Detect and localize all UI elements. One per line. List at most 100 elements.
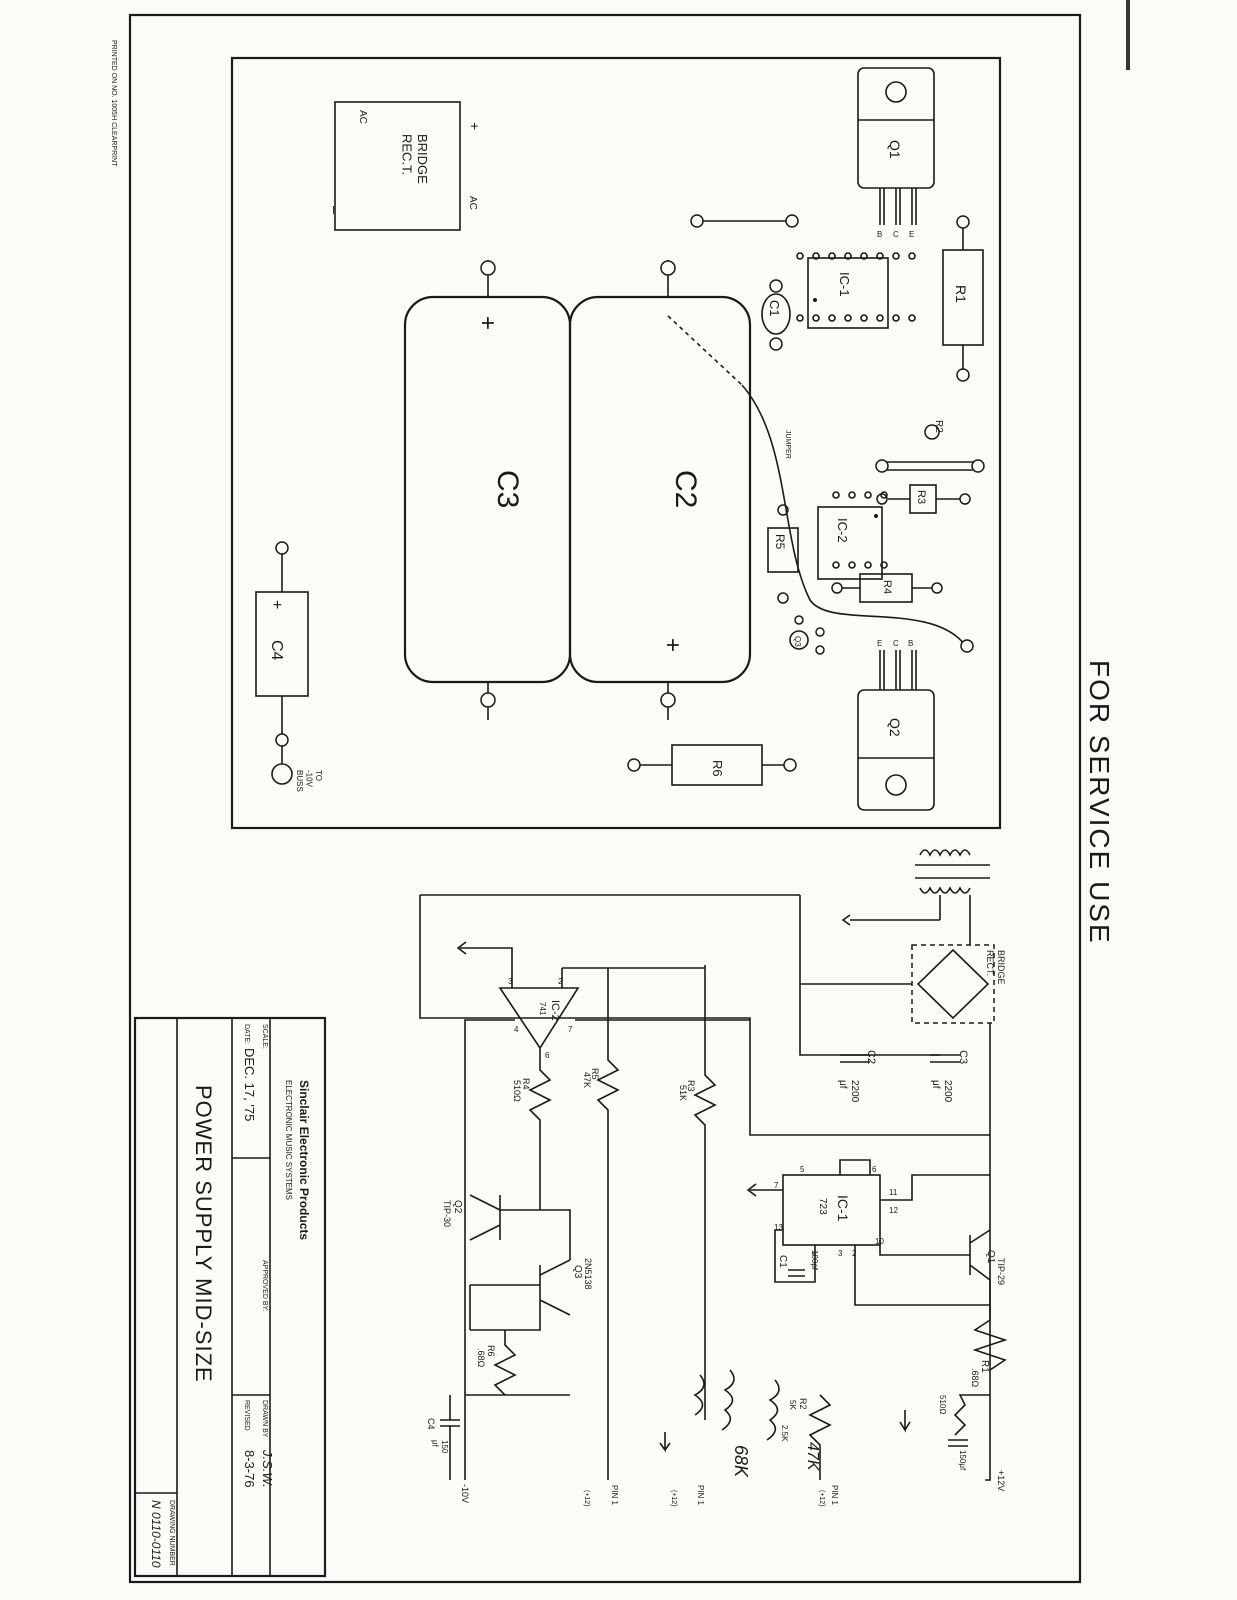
schem-r2-5k: 5K bbox=[788, 1400, 797, 1410]
schem-q2-type: TIP-30 bbox=[442, 1200, 452, 1227]
layout-c4-plus: + bbox=[268, 600, 285, 609]
schem-ic1-pin7: 7 bbox=[774, 1181, 779, 1190]
to-bus-terminal bbox=[271, 763, 293, 785]
layout-r5-label: R5 bbox=[773, 534, 787, 550]
schem-pin-a-sub: (+12) bbox=[670, 1490, 677, 1507]
layout-q1-pin-e: E bbox=[909, 230, 914, 239]
schem-q3-type: 2N5138 bbox=[583, 1258, 593, 1290]
schem-c2-label: C2 bbox=[865, 1050, 877, 1064]
schem-ic1-pin5: 5 bbox=[800, 1165, 805, 1174]
layout-ic1-label: IC-1 bbox=[837, 272, 852, 297]
layout-r4-label: R4 bbox=[881, 580, 893, 594]
layout-bridge-minus: – bbox=[327, 206, 343, 214]
schem-r5 bbox=[596, 968, 620, 1480]
bridge-rect-block bbox=[334, 101, 461, 231]
layout-q2-pin-c: C bbox=[893, 639, 899, 648]
schem-r5-value: 47K bbox=[582, 1072, 592, 1088]
layout-q3-label: Q3 bbox=[793, 636, 802, 647]
layout-bridge-ac-left: AC bbox=[357, 110, 368, 124]
r1-resistor bbox=[942, 249, 984, 346]
layout-q2-label: Q2 bbox=[887, 718, 903, 737]
q1-mount-hole bbox=[885, 81, 907, 103]
layout-bridge-rect-label: BRIDGE REC.T. bbox=[399, 134, 430, 187]
date-label: DATE: bbox=[243, 1024, 250, 1044]
handwritten-47k: 47K bbox=[804, 1442, 821, 1472]
schem-r510 bbox=[953, 1394, 990, 1436]
schem-r6-value: .68Ω bbox=[476, 1348, 486, 1368]
layout-r2-label: R2 bbox=[933, 420, 944, 433]
layout-c1-label: C1 bbox=[767, 300, 782, 317]
schem-r4-value: 510Ω bbox=[512, 1080, 522, 1102]
transformer-secondary bbox=[919, 886, 971, 894]
schem-r4-label: R4 bbox=[521, 1078, 531, 1090]
q2-body bbox=[857, 689, 935, 811]
q3-transistor bbox=[789, 630, 809, 650]
schem-bridge-label: BRIDGE RECT. bbox=[985, 950, 1006, 987]
schem-ic1-pin3: 3 bbox=[838, 1249, 843, 1258]
ic2-chip bbox=[817, 506, 883, 580]
service-note: FOR SERVICE USE bbox=[1084, 660, 1115, 945]
schem-r1-value: .68Ω bbox=[970, 1368, 980, 1388]
layout-q2-pin-b: B bbox=[908, 639, 913, 648]
ic1-chip bbox=[807, 257, 889, 329]
schem-c4-value: 150μf bbox=[430, 1440, 449, 1454]
circuit-schematic: BRIDGE RECT. C3 2200μf C2 2200μf IC-1 72… bbox=[419, 849, 1008, 1507]
schem-r2-2k5: 2.5K bbox=[780, 1425, 789, 1442]
schem-ic1-pin13: 13 bbox=[774, 1223, 783, 1232]
schem-c1-value: 100pf bbox=[810, 1250, 819, 1271]
q1-body bbox=[857, 67, 935, 189]
schem-r510-label: 510Ω bbox=[938, 1395, 947, 1414]
schem-ic2-pin6: 6 bbox=[545, 1051, 550, 1060]
layout-q2-pin-e: E bbox=[877, 639, 882, 648]
schem-q3-label: Q3 bbox=[572, 1265, 583, 1279]
company-name: Sinclair Electronic Products bbox=[297, 1080, 311, 1240]
schem-pin-b-sub: (+12) bbox=[583, 1490, 590, 1507]
r2-trimmer bbox=[877, 461, 980, 471]
approved-label: APPROVED BY: bbox=[261, 1260, 268, 1312]
schem-r3-value: 51K bbox=[678, 1085, 688, 1101]
schem-r4 bbox=[528, 1048, 552, 1210]
schem-ic2-pin4: 4 bbox=[514, 1025, 519, 1034]
positive-rail bbox=[985, 1023, 991, 1481]
title-block-frame bbox=[133, 1016, 327, 1578]
schem-c1-label: C1 bbox=[777, 1255, 788, 1268]
pcb-layout: BRIDGE REC.T. AC AC + – Q1 B C E R1 IC-1 bbox=[230, 56, 1002, 830]
schem-q2 bbox=[469, 1194, 501, 1241]
schem-ic2-type: 741 bbox=[538, 1002, 547, 1016]
schem-r2 bbox=[808, 1394, 832, 1480]
schem-q3 bbox=[539, 1259, 571, 1316]
schem-r1-label: R1 bbox=[979, 1360, 990, 1373]
schem-pin-b-label: PIN 1 bbox=[610, 1485, 619, 1506]
q2-mount-hole bbox=[885, 774, 907, 796]
c2-capacitor bbox=[568, 295, 752, 684]
schem-pin1-sub: (+12) bbox=[818, 1490, 825, 1507]
schem-ic2-pin3: 3 bbox=[508, 977, 513, 986]
schem-pin-a-label: PIN 1 bbox=[696, 1485, 705, 1506]
schem-ic2-pin7: 7 bbox=[568, 1025, 573, 1034]
layout-q1-pin-b: B bbox=[877, 230, 882, 239]
schem-c3-value: 2200μf bbox=[930, 1080, 953, 1103]
layout-r6-label: R6 bbox=[710, 760, 725, 777]
layout-c3-label: C3 bbox=[491, 470, 524, 508]
schem-neg10v: -10V bbox=[460, 1484, 470, 1503]
drawing-number-label: DRAWING NUMBER bbox=[168, 1500, 175, 1566]
jumper-dashed bbox=[667, 315, 743, 386]
schem-q2-label: Q2 bbox=[452, 1200, 463, 1214]
date-value: DEC. 17, '75 bbox=[242, 1048, 257, 1121]
title-block: Sinclair Electronic Products ELECTRONIC … bbox=[133, 1016, 327, 1578]
pcb-outline bbox=[230, 56, 1002, 830]
schem-r2-label: R2 bbox=[798, 1398, 808, 1410]
scale-label: SCALE: bbox=[261, 1024, 268, 1049]
layout-r1-label: R1 bbox=[953, 285, 969, 303]
layout-c3-plus: + bbox=[474, 316, 501, 330]
revised-label: REVISED bbox=[243, 1400, 250, 1431]
layout-jumper-label: JUMPER bbox=[784, 430, 791, 459]
schem-ic2-label: IC-2 bbox=[549, 1000, 561, 1021]
layout-ic2-label: IC-2 bbox=[835, 518, 850, 543]
c3-capacitor bbox=[403, 295, 572, 684]
ground-arrow-ic2 bbox=[456, 941, 467, 955]
schem-ic1 bbox=[782, 1174, 881, 1246]
schem-c4-label: C4 bbox=[426, 1418, 436, 1430]
schem-ic1-type: 723 bbox=[817, 1198, 828, 1215]
layout-q1-pin-c: C bbox=[893, 230, 899, 239]
